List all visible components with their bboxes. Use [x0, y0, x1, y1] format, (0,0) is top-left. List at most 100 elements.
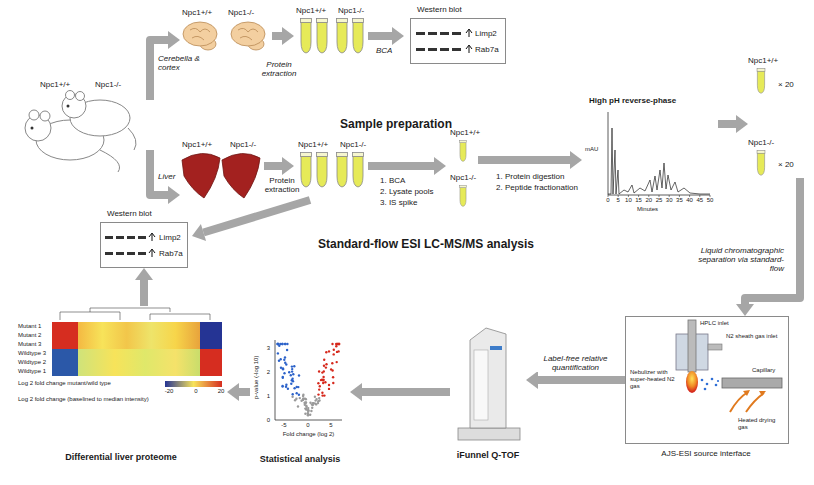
volcano-dot — [325, 366, 327, 368]
esi-source-part-part — [711, 378, 714, 381]
grey-arrows-part — [168, 31, 180, 49]
node-text: mAU — [585, 146, 598, 153]
heatmap-part — [78, 367, 200, 376]
blot-bands-part — [416, 32, 425, 35]
text-label: Protein extraction — [256, 60, 302, 78]
brain-pair-part — [183, 22, 217, 46]
node-text: 3 — [260, 345, 270, 352]
text-label: Standard-flow ESI LC-MS/MS analysis — [318, 238, 534, 252]
blot-bands-part — [428, 32, 437, 35]
volcano-dot — [285, 386, 287, 388]
text-label: Sample preparation — [340, 118, 452, 132]
tubes-part — [460, 140, 467, 161]
volcano-dot — [305, 406, 307, 408]
node-text: 50 — [704, 197, 716, 204]
volcano-plot-part — [276, 343, 340, 417]
arrow-head — [526, 371, 538, 389]
volcano-dot — [307, 414, 309, 416]
qtof-instrument — [458, 328, 520, 440]
volcano-dot — [315, 403, 317, 405]
mass-spectrometer: iFunnel Q-TOF — [450, 312, 526, 462]
volcano-dot — [277, 352, 279, 354]
node-text: Capillary — [752, 367, 775, 374]
grey-arrows-part — [282, 27, 294, 45]
blot-bands-part — [416, 48, 425, 51]
mouse-pair-part — [67, 105, 70, 108]
volcano-dot — [332, 376, 334, 378]
node-text: Western blot — [417, 5, 462, 14]
volcano-dot — [336, 361, 338, 363]
text-label: Npc1+/+ — [450, 128, 480, 137]
blot-bands-part — [105, 236, 113, 239]
flow-arrow — [526, 371, 625, 389]
heatmap-part — [52, 322, 78, 331]
volcano-dot — [324, 381, 326, 383]
esi-source-part-part — [706, 383, 709, 386]
volcano-dot — [281, 343, 283, 345]
heatmap-part — [165, 381, 222, 387]
volcano-dot — [338, 343, 340, 345]
text-label: 3. IS spike — [380, 198, 417, 207]
volcano-dot — [298, 394, 300, 396]
esi-source — [676, 320, 782, 412]
node-text: 5 — [612, 197, 624, 204]
grey-arrows-part — [368, 32, 392, 40]
volcano-dot — [305, 401, 307, 403]
volcano-dot — [280, 367, 282, 369]
volcano-dot — [280, 358, 282, 360]
volcano-dot — [328, 384, 330, 386]
esi-source-part — [708, 344, 722, 350]
text-label: 1. BCA — [380, 176, 405, 185]
heatmap-part — [52, 331, 78, 340]
liver-pair-part — [222, 153, 260, 198]
blot-bands-part — [428, 48, 437, 51]
text-label: 2. Lysate pools — [380, 187, 434, 196]
blot-bands-part — [149, 233, 155, 257]
grey-arrows-part — [264, 162, 282, 170]
mouse-pair-part — [31, 127, 34, 130]
node-text: Differential liver proteome — [15, 452, 227, 462]
volcano-dot — [338, 343, 340, 345]
grey-arrows-part — [192, 224, 206, 241]
esi-source-part — [686, 371, 698, 393]
node-text: Rab7a — [475, 45, 499, 54]
node-text: AJS-ESI source interface — [626, 449, 786, 458]
text-label: Npc1+/+ — [182, 8, 212, 17]
volcano-dot — [277, 343, 279, 345]
text-label: 2. Peptide fractionation — [496, 183, 578, 192]
volcano-dot — [336, 351, 338, 353]
grey-arrows-part — [745, 178, 800, 304]
blot-bands-part — [452, 48, 461, 51]
node-text: Heated drying gas — [738, 417, 782, 431]
volcano-dot — [281, 343, 283, 345]
tubes-part — [757, 68, 765, 93]
mouse-pair-part — [40, 111, 50, 121]
grey-arrows-part — [392, 27, 404, 45]
esi-source-part — [722, 378, 782, 388]
text-label: Liver — [158, 172, 175, 181]
volcano-dot — [325, 363, 327, 365]
heatmap-part — [52, 358, 78, 367]
volcano-dot — [312, 402, 314, 404]
volcano-dot — [286, 349, 288, 351]
volcano-dot — [282, 368, 284, 370]
volcano-dot — [335, 345, 337, 347]
mouse-pair-part — [66, 91, 75, 100]
volcano-dot — [310, 410, 312, 412]
node-text: Statistical analysis — [250, 454, 350, 464]
volcano-dot — [290, 383, 292, 385]
node-text: N2 sheath gas inlet — [726, 333, 782, 340]
volcano-dot — [284, 356, 286, 358]
qtof-instrument-part — [470, 328, 506, 428]
esi-source-part-part — [701, 379, 704, 382]
heatmap-part — [78, 322, 200, 331]
qtof-instrument-part — [490, 346, 502, 350]
volcano-dot — [277, 343, 279, 345]
node-text: HPLC inlet — [700, 320, 729, 327]
grey-arrows-part — [204, 200, 311, 233]
volcano-dot — [291, 365, 293, 367]
grey-arrows-part — [718, 120, 736, 128]
blot-bands-part — [116, 252, 124, 255]
blot-bands-part — [440, 48, 449, 51]
volcano-dot — [283, 372, 285, 374]
